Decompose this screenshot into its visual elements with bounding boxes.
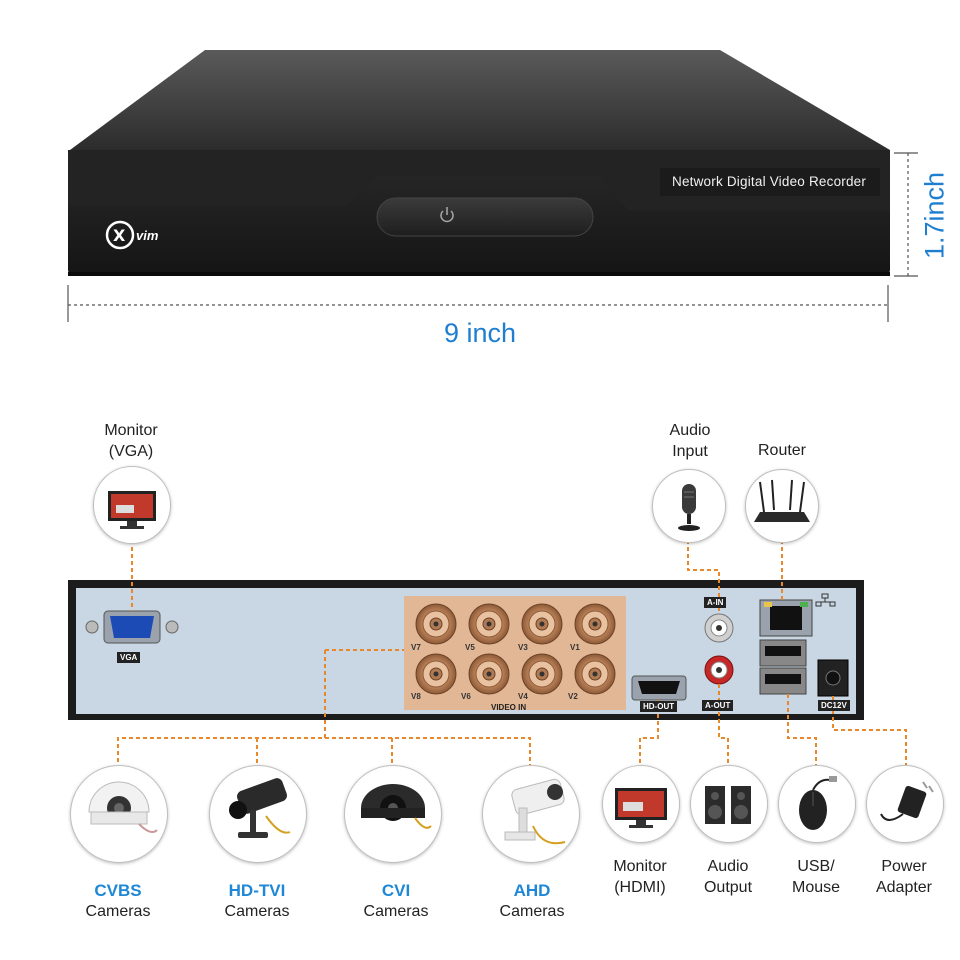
hd-out-tag: HD-OUT (640, 701, 678, 712)
a-out-tag: A-OUT (702, 700, 734, 711)
bnc-connector (521, 653, 563, 695)
white-bullet-camera-icon (504, 778, 566, 845)
audio-input-label: Audio (669, 422, 711, 439)
power-adapter-circle (866, 765, 944, 843)
cvi-cameras-label: Cameras (363, 903, 429, 920)
monitor-icon (615, 788, 667, 828)
bnc-connector (521, 603, 563, 645)
audio-input-circle (652, 469, 726, 543)
svg-text:X: X (113, 226, 126, 245)
vga-tag: VGA (117, 652, 141, 663)
bnc-connector (468, 653, 510, 695)
audio-out-port (704, 655, 734, 685)
channel-label: V2 (568, 692, 578, 701)
dvr-front-illustration: X (67, 50, 918, 322)
channel-label: V3 (518, 643, 528, 652)
power-adapter-sublabel: Adapter (875, 879, 933, 896)
brand-logo (105, 220, 135, 250)
hdtvi-cameras-label: Cameras (224, 903, 290, 920)
video-in-tag: VIDEO IN (491, 703, 527, 712)
channel-label: V8 (411, 692, 421, 701)
microphone-icon (678, 484, 700, 531)
bnc-connector (415, 603, 457, 645)
channel-label: V5 (465, 643, 475, 652)
a-in-tag: A-IN (704, 597, 727, 608)
monitor-hdmi-sublabel: (HDMI) (614, 879, 666, 896)
channel-label: V6 (461, 692, 471, 701)
network-icon (815, 593, 836, 607)
power-adapter-label: Power (881, 858, 927, 875)
cvi-camera-circle (344, 765, 442, 863)
dvr-top-surface (70, 50, 890, 150)
usb-mouse-sublabel: Mouse (791, 879, 841, 896)
connector-lines (117, 540, 907, 765)
width-label: 9 inch (443, 318, 517, 348)
audio-input-sublabel: Input (672, 443, 708, 460)
channel-label: V4 (518, 692, 528, 701)
ahd-cameras-label: Cameras (499, 903, 565, 920)
speakers-icon (705, 786, 751, 824)
hdtvi-camera-circle (209, 765, 307, 863)
monitor-hdmi-circle (602, 765, 680, 843)
bullet-camera-icon (229, 778, 291, 838)
brand-wordmark: vim (136, 228, 159, 243)
device-name-label: Network Digital Video Recorder (672, 174, 867, 189)
bnc-connector (415, 653, 457, 695)
monitor-vga-label: Monitor (104, 422, 158, 439)
audio-in-port (704, 613, 734, 643)
dc-tag: DC12V (818, 700, 850, 711)
ahd-type-label: AHD (513, 881, 551, 900)
router-label: Router (757, 442, 807, 459)
usb-mouse-circle (778, 765, 856, 843)
monitor-vga-circle (93, 466, 171, 544)
bnc-connector (574, 653, 616, 695)
monitor-vga-sublabel: (VGA) (108, 443, 154, 460)
cvbs-cameras-label: Cameras (85, 903, 151, 920)
hdtvi-type-label: HD-TVI (228, 881, 286, 900)
cvbs-camera-circle (70, 765, 168, 863)
ahd-camera-circle (482, 765, 580, 863)
black-dome-camera-icon (361, 784, 432, 829)
cvbs-type-label: CVBS (94, 881, 142, 900)
mouse-icon (799, 776, 837, 830)
router-icon (754, 479, 810, 522)
bnc-connector (574, 603, 616, 645)
bnc-connector (468, 603, 510, 645)
monitor-hdmi-label: Monitor (613, 858, 667, 875)
audio-output-circle (690, 765, 768, 843)
audio-output-sublabel: Output (703, 879, 753, 896)
channel-label: V1 (570, 643, 580, 652)
power-adapter-icon (880, 781, 934, 821)
power-button (376, 197, 594, 237)
audio-output-label: Audio (707, 858, 749, 875)
power-icon (440, 207, 454, 223)
cvi-type-label: CVI (381, 881, 411, 900)
usb-mouse-label: USB/ (797, 858, 835, 875)
channel-label: V7 (411, 643, 421, 652)
router-circle (745, 469, 819, 543)
monitor-icon (108, 491, 156, 529)
dome-camera-icon (88, 781, 158, 833)
vga-port (85, 610, 179, 644)
